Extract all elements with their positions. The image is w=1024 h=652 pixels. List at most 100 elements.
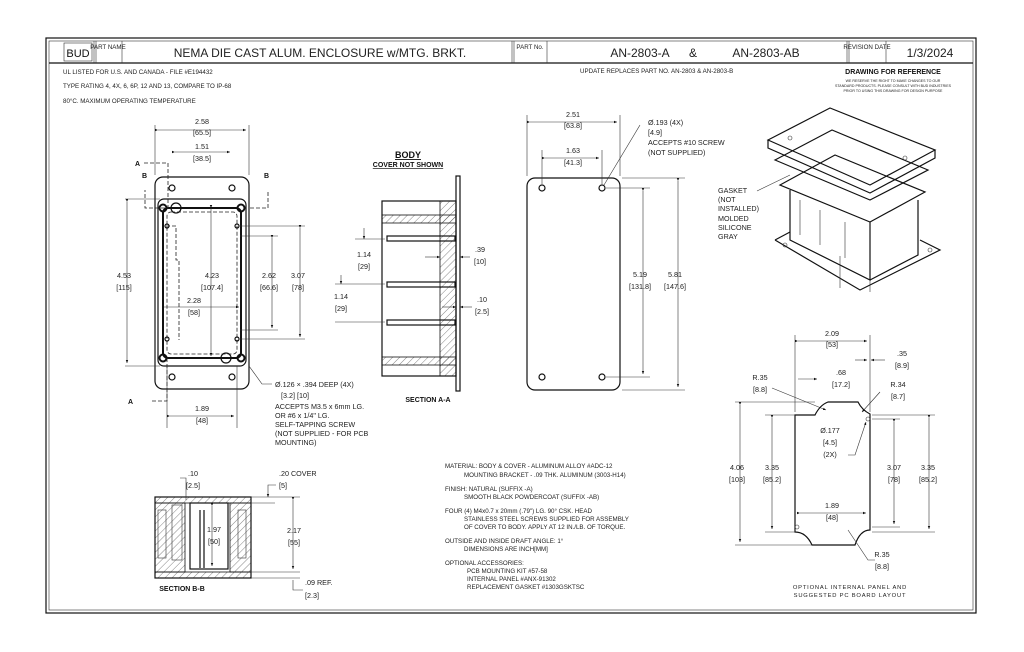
dim-inner-depth-mm: [50] — [208, 537, 220, 546]
dim-flange-mm: [2.5] — [475, 307, 489, 316]
dim-rib-spacing: 1.14 — [357, 250, 371, 259]
note-screws: OF COVER TO BODY. APPLY AT 12 IN./LB. OF… — [464, 524, 626, 531]
radius-bottom: R.35 — [874, 550, 889, 559]
note-accessories: OPTIONAL ACCESSORIES: — [445, 560, 524, 567]
dim-bracket-mm: [2.3] — [305, 591, 319, 600]
gasket-note: GASKET — [718, 186, 748, 195]
dim-bottom-mm: [48] — [196, 416, 208, 425]
part-name: NEMA DIE CAST ALUM. ENCLOSURE w/MTG. BRK… — [174, 46, 467, 60]
note-material: MATERIAL: BODY & COVER - ALUMINUM ALLOY … — [445, 463, 613, 470]
hole-note: OR #6 x 1/4" LG. — [275, 411, 330, 420]
dim-panel-width-mm: [53] — [826, 340, 838, 349]
dim-panel-width: 2.09 — [825, 329, 839, 338]
dim-total-height: 5.81 — [668, 270, 682, 279]
top-notes: UL LISTED FOR U.S. AND CANADA - FILE #E1… — [63, 68, 952, 105]
note-ul: UL LISTED FOR U.S. AND CANADA - FILE #E1… — [63, 69, 213, 76]
note-accessory: INTERNAL PANEL #ANX-91302 — [467, 576, 556, 583]
note-accessory: PCB MOUNTING KIT #57-58 — [467, 568, 548, 575]
note-temperature: 80°C. MAXIMUM OPERATING TEMPERATURE — [63, 98, 196, 105]
dim-hole-height-mm: [131.8] — [629, 282, 651, 291]
dim-rib-spacing-mm: [29] — [358, 262, 370, 271]
reference-line: PRIOR TO USING THIS DRAWING FOR DESIGN P… — [844, 89, 944, 93]
dim-hole-spacing-mm: [78] — [888, 475, 900, 484]
dim-cover-mm: [5] — [279, 481, 287, 490]
front-view: A B B A 2.58 [65.5] 1.51 [38.5] 4.53 [11… — [116, 117, 368, 447]
radius-top-right-mm: [8.7] — [891, 392, 905, 401]
internal-panel-view: 2.09 [53] .35 [8.9] .68 [17.2] R.35 [8.8… — [729, 329, 937, 599]
gasket-note: (NOT — [718, 195, 736, 204]
note-finish: SMOOTH BLACK POWDERCOAT (SUFFIX -AB) — [464, 494, 599, 501]
hole-note: Ø.193 (4X) — [648, 118, 683, 127]
drawing-border — [45, 37, 977, 614]
panel-caption: OPTIONAL INTERNAL PANEL AND — [793, 585, 907, 591]
radius-top-right: R.34 — [890, 380, 905, 389]
dim-height-mm: [115] — [116, 283, 131, 292]
dim-holes-mm: [38.5] — [193, 154, 211, 163]
hole-qty: (2X) — [823, 450, 837, 459]
gasket-note: GRAY — [718, 232, 738, 241]
hole-note: [3.2] [10] — [281, 391, 309, 400]
dim-pcb-width-mm: [48] — [826, 513, 838, 522]
gasket-note: MOLDED — [718, 214, 749, 223]
hole-dia: Ø.177 — [820, 426, 840, 435]
dim-width-mm: [63.8] — [564, 121, 582, 130]
radius-bottom-mm: [8.8] — [875, 562, 889, 571]
dim-inner-mm: [107.4] — [201, 283, 223, 292]
title-block: BUD PART NAME NEMA DIE CAST ALUM. ENCLOS… — [49, 41, 973, 64]
dim-width-mm: [65.5] — [193, 128, 211, 137]
note-accessory: REPLACEMENT GASKET #1303GSKTSC — [467, 584, 585, 591]
dim-body-left-mm: [85.2] — [763, 475, 781, 484]
general-notes: MATERIAL: BODY & COVER - ALUMINUM ALLOY … — [445, 463, 629, 591]
dim-hole-spacing: 3.07 — [887, 463, 901, 472]
dim-pcb2: 3.07 — [291, 271, 305, 280]
note-units: DIMENSIONS ARE INCH[MM] — [464, 546, 548, 553]
dim-body-left: 3.35 — [765, 463, 779, 472]
section-aa-view: BODY COVER NOT SHOWN 1.14 [29] 1.14 [29]… — [334, 150, 489, 404]
dim-inner-depth: 1.97 — [207, 525, 221, 534]
dim-wall: .10 — [188, 469, 198, 478]
body-title: BODY — [395, 150, 421, 160]
body-subtitle: COVER NOT SHOWN — [373, 162, 443, 169]
section-bb-view: .10 [2.5] .20 COVER [5] 1.97 [50] 2.17 [… — [154, 469, 333, 600]
note-finish: FINISH: NATURAL (SUFFIX -A) — [445, 486, 533, 493]
dim-pcb: 2.62 — [262, 271, 276, 280]
revision-label: REVISION DATE — [843, 44, 890, 51]
radius-top-left: R.35 — [752, 373, 767, 382]
dim-wall: .39 — [475, 245, 485, 254]
dim-height: 4.53 — [117, 271, 131, 280]
dim-inner-width-mm: [58] — [188, 308, 200, 317]
dim-wall-mm: [10] — [474, 257, 486, 266]
dim-notch: .68 — [836, 368, 846, 377]
section-aa-label: SECTION A-A — [405, 397, 450, 404]
gasket-note: SILICONE — [718, 223, 752, 232]
dim-flange: .10 — [477, 295, 487, 304]
reference-line: STANDARD PRODUCTS. PLEASE CONSULT WITH B… — [835, 84, 952, 88]
reference-line: WE RESERVE THE RIGHT TO MAKE CHANGES TO … — [846, 79, 941, 83]
dim-pcb2-mm: [78] — [292, 283, 304, 292]
update-note: UPDATE REPLACES PART NO. AN-2803 & AN-28… — [580, 68, 733, 75]
reference-title: DRAWING FOR REFERENCE — [845, 69, 941, 76]
dim-holes: 1.51 — [195, 142, 209, 151]
hole-note: (NOT SUPPLIED - FOR PCB — [275, 429, 369, 438]
dim-offset: .35 — [897, 349, 907, 358]
dim-cover: .20 COVER — [279, 469, 317, 478]
dim-bracket: .09 REF. — [305, 578, 333, 587]
part-no-b: AN-2803-AB — [732, 46, 799, 60]
drawing-inner-border — [48, 40, 974, 611]
hole-dia-mm: [4.5] — [823, 438, 837, 447]
dim-pcb-width: 1.89 — [825, 501, 839, 510]
radius-top-left-mm: [8.8] — [753, 385, 767, 394]
section-a-marker: A — [135, 161, 140, 168]
part-no-a: AN-2803-A — [610, 46, 669, 60]
dim-total-height-mm: [147.6] — [664, 282, 686, 291]
dim-holes-mm: [41.3] — [564, 158, 582, 167]
part-no-label: PART No. — [516, 44, 543, 51]
dim-wall-mm: [2.5] — [186, 481, 200, 490]
note-screws: STAINLESS STEEL SCREWS SUPPLIED FOR ASSE… — [464, 516, 629, 523]
note-screws: FOUR (4) M4x0.7 x 20mm (.79") LG. 90° CS… — [445, 508, 593, 515]
note-type-rating: TYPE RATING 4, 4X, 6, 6P, 12 AND 13, COM… — [63, 83, 232, 90]
dim-panel-height: 4.06 — [730, 463, 744, 472]
hole-note: SELF-TAPPING SCREW — [275, 420, 355, 429]
dim-depth-mm: [55] — [288, 538, 300, 547]
